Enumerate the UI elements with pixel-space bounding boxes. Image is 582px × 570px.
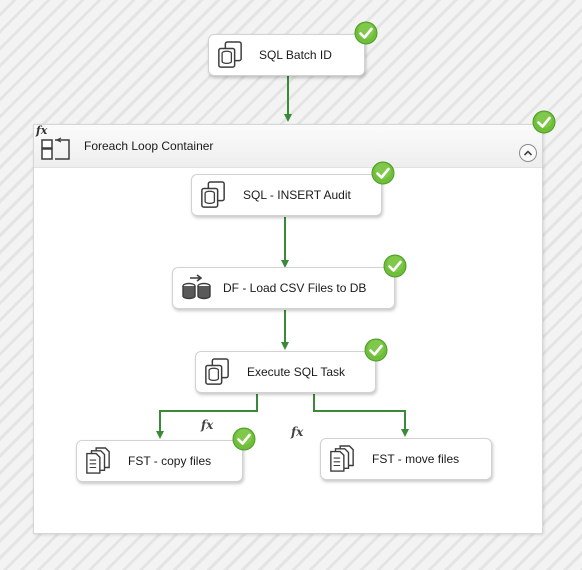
chevron-up-icon bbox=[523, 150, 533, 156]
task-sql-insert-audit[interactable]: SQL - INSERT Audit bbox=[191, 174, 382, 216]
sql-task-icon bbox=[200, 181, 226, 209]
container-expression-icon: fx bbox=[36, 124, 48, 137]
constraint-execsql-to-copy bbox=[156, 394, 258, 439]
constraint-execsql-to-move bbox=[313, 394, 409, 437]
move-constraint-expression-icon: fx bbox=[291, 425, 304, 439]
sql-task-icon bbox=[204, 358, 230, 386]
task-label: Execute SQL Task bbox=[247, 365, 346, 379]
foreach-loop-icon bbox=[41, 137, 70, 160]
task-fst-copy-files[interactable]: FST - copy files bbox=[76, 440, 243, 482]
file-system-task-icon bbox=[329, 445, 355, 473]
sql-task-icon bbox=[217, 41, 243, 69]
task-execute-sql[interactable]: Execute SQL Task bbox=[195, 351, 376, 393]
task-label: SQL Batch ID bbox=[259, 48, 332, 62]
container-header[interactable]: fx Foreach Loop Container bbox=[34, 124, 542, 168]
task-label: FST - move files bbox=[372, 452, 460, 466]
copy-constraint-expression-icon: fx bbox=[201, 418, 214, 432]
success-check-icon bbox=[364, 338, 388, 362]
success-check-icon bbox=[383, 254, 407, 278]
data-flow-icon bbox=[181, 274, 213, 302]
success-check-icon bbox=[232, 427, 256, 451]
task-label: FST - copy files bbox=[128, 454, 212, 468]
success-check-icon bbox=[354, 21, 378, 45]
success-check-icon bbox=[371, 161, 395, 185]
task-label: SQL - INSERT Audit bbox=[243, 188, 351, 202]
task-sql-batch-id[interactable]: SQL Batch ID bbox=[208, 34, 365, 76]
task-df-load-csv[interactable]: DF - Load CSV Files to DB bbox=[172, 267, 395, 309]
file-system-task-icon bbox=[85, 447, 111, 475]
collapse-button[interactable] bbox=[519, 144, 537, 162]
container-title: Foreach Loop Container bbox=[84, 139, 214, 153]
task-label: DF - Load CSV Files to DB bbox=[223, 281, 367, 295]
task-fst-move-files[interactable]: FST - move files bbox=[320, 438, 492, 480]
